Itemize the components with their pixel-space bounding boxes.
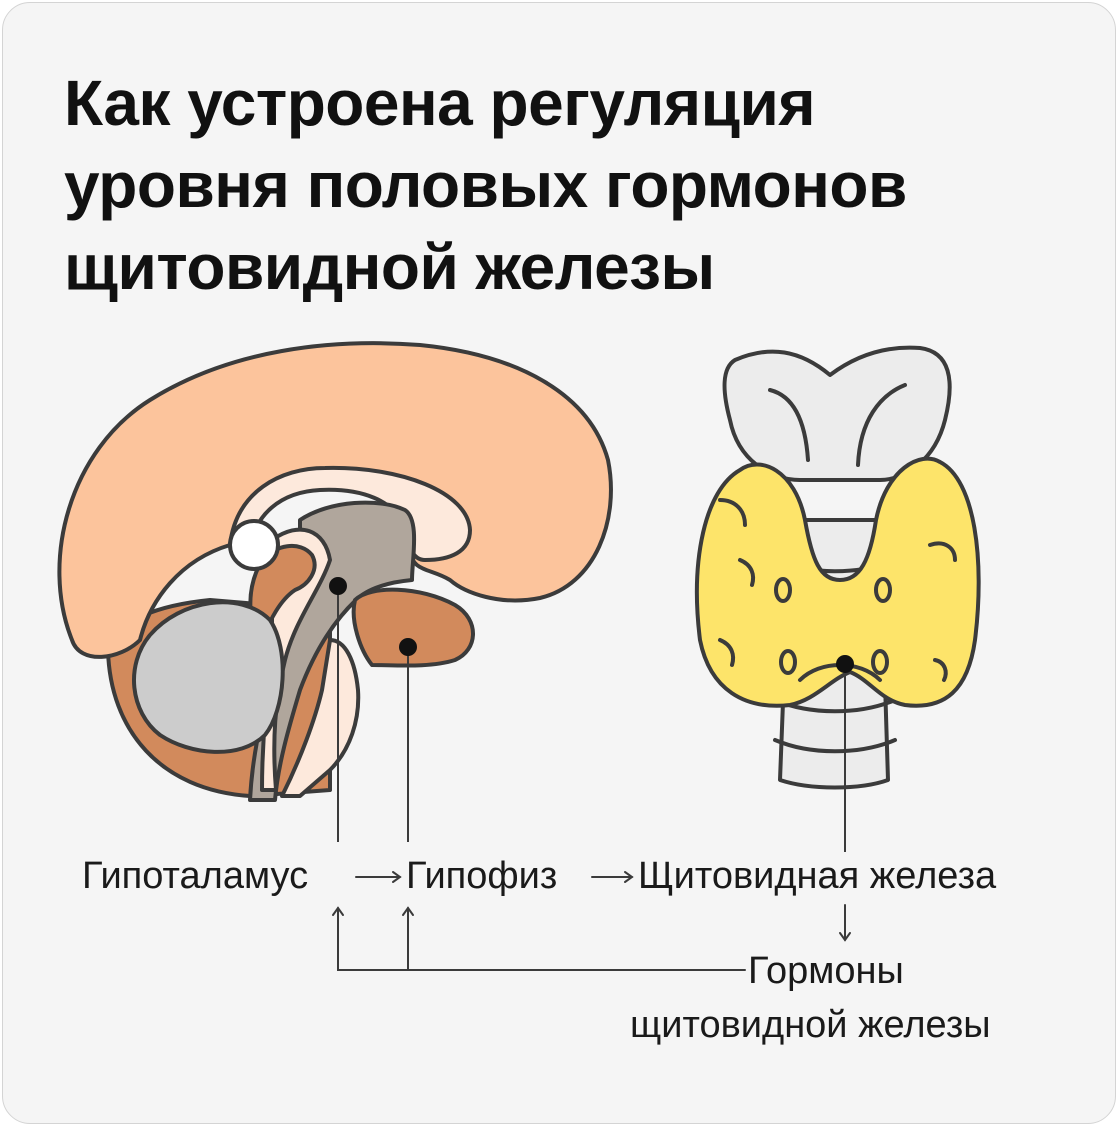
thyroid-mark-1 (718, 498, 747, 527)
brain-lower-tube (280, 638, 361, 798)
label-pituitary: Гипофиз (406, 855, 557, 897)
brain-illustration (57, 341, 613, 802)
thyroid-nodule-2 (874, 577, 892, 603)
pituitary-dot (399, 638, 417, 656)
title-line-2: уровня половых гормонов (64, 149, 907, 221)
thyroid-mark-3 (928, 541, 957, 562)
larynx-cartilage (722, 345, 952, 482)
feedback-loop (337, 907, 746, 971)
brain-pituitary-region (351, 587, 475, 668)
thyroid-mark-2 (738, 558, 756, 587)
arrow-hypo-to-pit-head (392, 871, 402, 883)
brain-white-circle (228, 519, 280, 571)
flow-arrows (332, 871, 851, 971)
arrow-thyroid-to-hormones-head (839, 932, 851, 942)
thyroid-illustration (694, 345, 981, 790)
feedback-pit-head (402, 906, 414, 916)
thyroid-mark-5 (718, 638, 736, 667)
larynx-inner-right (856, 383, 907, 467)
thyroid-nodule-3 (779, 649, 797, 675)
trachea-ring-4 (773, 738, 897, 754)
label-hypothalamus: Гипоталамус (82, 855, 308, 897)
label-thyroid: Щитовидная железа (638, 855, 997, 897)
cerebellum (132, 600, 285, 754)
pointer-lines (337, 586, 846, 852)
label-hormones-line-1: Гормоны (748, 950, 904, 992)
arrow-pit-to-thyroid-head (624, 871, 634, 883)
thyroid-mark-4 (933, 658, 948, 682)
thyroid-dot (836, 655, 854, 673)
larynx-inner-left (768, 388, 810, 462)
title-line-1: Как устроена регуляция (64, 67, 816, 139)
thyroid-gland (694, 456, 981, 708)
title-line-3: щитовидной железы (64, 231, 715, 303)
thyroid-nodule-4 (871, 649, 889, 675)
page-title: Как устроена регуляция уровня половых го… (64, 62, 1044, 308)
hypothalamus-dot (329, 577, 347, 595)
feedback-hypo-head (332, 906, 344, 916)
thyroid-nodule-1 (774, 577, 792, 603)
label-hormones-line-2: щитовидной железы (630, 1004, 991, 1046)
brain-cortex (57, 341, 613, 659)
